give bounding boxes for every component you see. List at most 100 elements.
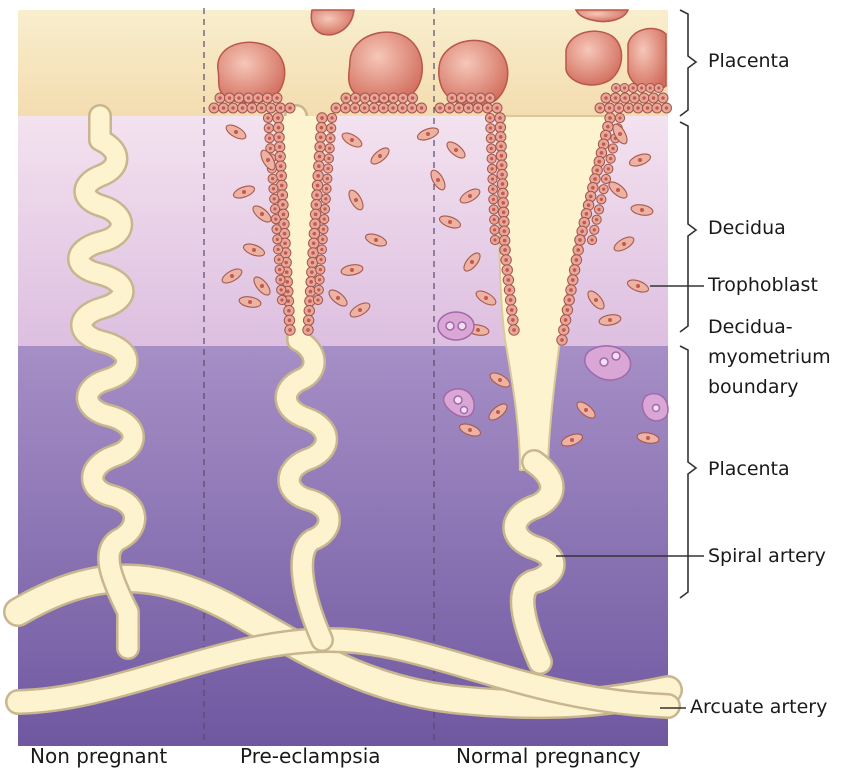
label-trophoblast: Trophoblast	[708, 274, 818, 297]
cell-nucleus	[498, 116, 502, 120]
cell-nucleus	[274, 218, 277, 221]
cell-nucleus	[495, 106, 499, 110]
label-placenta-lower: Placenta	[708, 458, 790, 481]
cell-nucleus	[310, 270, 314, 274]
cell-nucleus	[234, 130, 238, 134]
cell-nucleus	[492, 208, 495, 211]
cell-nucleus	[573, 268, 577, 272]
cell-nucleus	[317, 164, 321, 168]
cell-nucleus	[493, 228, 496, 231]
cell-nucleus	[279, 278, 282, 281]
cell-nucleus	[282, 222, 286, 226]
cell-nucleus	[646, 436, 650, 440]
cell-nucleus	[490, 167, 493, 170]
cell-nucleus	[501, 182, 505, 186]
cell-nucleus	[237, 96, 241, 100]
cell-nucleus	[248, 300, 252, 304]
cell-nucleus	[344, 96, 348, 100]
cell-nucleus	[372, 106, 376, 110]
cell-nucleus	[580, 229, 584, 233]
cell-nucleus	[622, 242, 626, 246]
cell-nucleus	[314, 213, 318, 217]
cell-nucleus	[279, 164, 283, 168]
cell-nucleus	[564, 318, 568, 322]
cell-nucleus	[608, 318, 612, 322]
cell-nucleus	[467, 106, 471, 110]
cell-nucleus	[320, 116, 324, 120]
cell-nucleus	[311, 251, 315, 255]
cell-nucleus	[607, 167, 610, 170]
cell-nucleus	[281, 203, 285, 207]
cell-nucleus	[640, 208, 644, 212]
cell-nucleus	[285, 280, 289, 284]
cell-nucleus	[602, 188, 605, 191]
cell-nucleus	[492, 198, 495, 201]
cell-nucleus	[228, 96, 232, 100]
cell-nucleus	[604, 177, 607, 180]
cell-nucleus	[222, 106, 226, 110]
cell-nucleus	[269, 106, 273, 110]
cell-nucleus	[632, 86, 635, 89]
cell-nucleus	[321, 238, 324, 241]
cell-nucleus	[271, 177, 274, 180]
cell-nucleus	[317, 288, 320, 291]
cell-nucleus	[334, 106, 338, 110]
cell-nucleus	[344, 106, 348, 110]
cell-nucleus	[636, 284, 640, 288]
cell-nucleus	[277, 135, 281, 139]
column-label-normal-pregnancy: Normal pregnancy	[456, 744, 641, 768]
cell-nucleus	[410, 106, 414, 110]
cell-nucleus	[491, 177, 494, 180]
cell-nucleus	[323, 207, 326, 210]
cell-nucleus	[327, 157, 330, 160]
cell-nucleus	[504, 258, 508, 262]
cell-nucleus	[507, 278, 511, 282]
cell-nucleus	[468, 428, 472, 432]
cell-nucleus	[277, 126, 281, 130]
cell-nucleus	[500, 173, 504, 177]
cell-nucleus	[247, 96, 251, 100]
cell-nucleus	[426, 132, 430, 136]
cell-nucleus	[282, 213, 286, 217]
cell-nucleus	[614, 86, 617, 89]
cell-nucleus	[638, 158, 642, 162]
cell-nucleus	[604, 134, 608, 138]
cell-nucleus	[512, 328, 516, 332]
cell-nucleus	[655, 106, 659, 110]
cell-nucleus	[584, 408, 588, 412]
cell-nucleus	[602, 142, 606, 146]
cell-nucleus	[276, 238, 279, 241]
cell-nucleus	[280, 184, 284, 188]
cell-nucleus	[608, 116, 612, 120]
cell-nucleus	[315, 193, 319, 197]
cell-nucleus	[260, 284, 264, 288]
cell-nucleus	[266, 158, 270, 162]
cell-nucleus	[286, 290, 290, 294]
cell-nucleus	[313, 222, 317, 226]
cell-nucleus	[489, 137, 492, 140]
cell-nucleus	[287, 309, 291, 313]
cell-nucleus	[307, 319, 311, 323]
cell-nucleus	[448, 106, 452, 110]
cell-nucleus	[600, 151, 604, 155]
label-boundary-1: Decidua-	[708, 316, 793, 339]
cell-nucleus	[502, 229, 506, 233]
cell-nucleus	[600, 198, 603, 201]
cell-nucleus	[330, 116, 333, 119]
cell-nucleus	[484, 296, 488, 300]
cell-nucleus	[510, 308, 514, 312]
cell-nucleus	[320, 258, 323, 261]
cell-nucleus	[322, 228, 325, 231]
cell-nucleus	[598, 106, 602, 110]
cell-nucleus	[316, 184, 320, 188]
cell-nucleus	[312, 241, 316, 245]
cell-nucleus	[269, 147, 272, 150]
cell-nucleus	[491, 188, 494, 191]
cell-nucleus	[324, 197, 327, 200]
cell-nucleus	[500, 154, 504, 158]
cell-nucleus	[509, 298, 513, 302]
cell-nucleus	[469, 96, 473, 100]
cell-nucleus	[363, 106, 367, 110]
cell-nucleus	[499, 126, 503, 130]
cell-nucleus	[575, 258, 579, 262]
